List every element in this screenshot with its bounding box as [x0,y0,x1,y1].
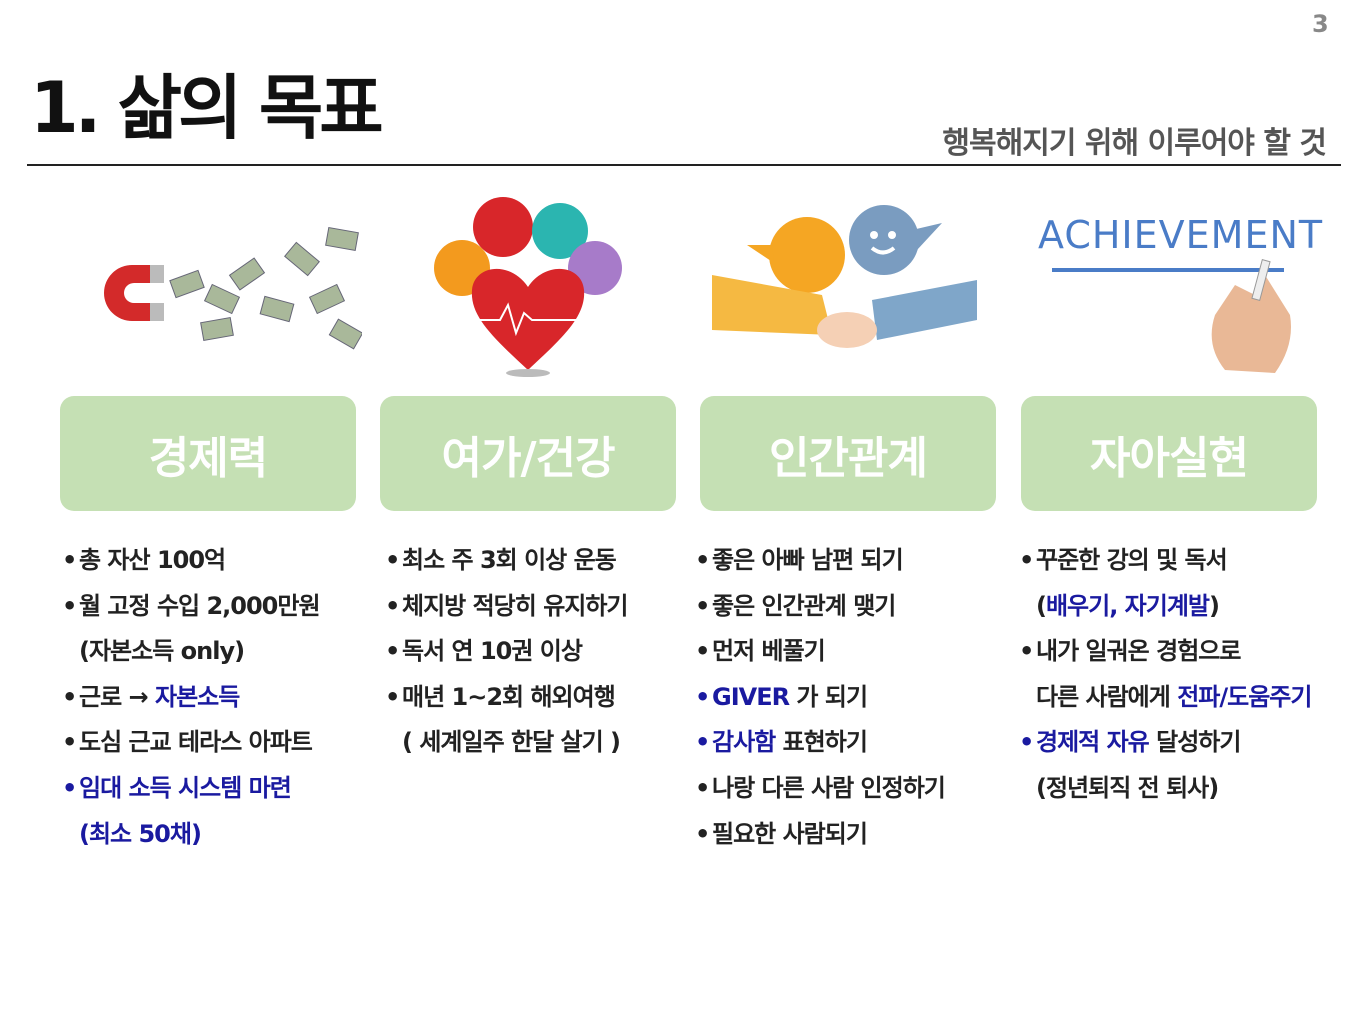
item-text: 좋은 인간관계 맺기 [712,591,896,620]
item-text: ( 세계일주 한달 살기 ) [402,728,621,757]
list-item: (정년퇴직 전 퇴사) [1019,766,1311,812]
list-item: 나랑 다른 사람 인정하기 [695,766,946,812]
list-item: ( 세계일주 한달 살기 ) [385,720,628,766]
list-item: 월 고정 수입 2,000만원 [62,584,321,630]
item-text: 나랑 다른 사람 인정하기 [712,773,946,802]
item-text: 매년 1~2회 해외여행 [402,682,616,711]
list-item: 좋은 아빠 남편 되기 [695,538,945,584]
item-text: 내가 일궈온 경험으로 [1036,637,1241,666]
list-item: 경제적 자유 달성하기 [1019,720,1311,766]
item-text: 총 자산 100억 [79,546,226,574]
list-item: 매년 1~2회 해외여행 [385,675,628,721]
goal-list: 총 자산 100억월 고정 수입 2,000만원 (자본소득 only) 근로 → … [62,538,321,858]
list-item: 임대 소득 시스템 마련 [62,766,320,812]
item-text: 달성하기 [1148,728,1241,757]
item-text: 월 고정 수입 2,000만원 [79,591,321,620]
page-subtitle: 행복해지기 위해 이루어야 할 것 [942,126,1327,161]
highlighted-text: GIVER [712,682,790,711]
list-item: 먼저 베풀기 [695,629,945,675]
category-box: 인간관계 [700,396,996,511]
highlighted-text: 감사함 [712,728,776,757]
item-text: 가 되기 [789,682,868,711]
list-item: 최소 주 3회 이상 운동 [385,538,628,584]
page-title: 1. 삶의 목표 [30,67,384,149]
money-magnet-image [104,226,362,350]
item-text: 최소 주 3회 이상 운동 [402,546,617,574]
item-text: (정년퇴직 전 퇴사) [1036,773,1219,802]
list-item: 필요한 사람되기 [695,812,945,858]
list-item: 도심 근교 테라스 아파트 [62,720,320,766]
item-text: 표현하기 [775,728,868,757]
list-item: 총 자산 100억 [62,538,320,584]
category-box: 경제력 [60,396,356,511]
item-text: 다른 사람에게 [1036,682,1178,711]
goal-list: 최소 주 3회 이상 운동체지방 적당히 유지하기독서 연 10권 이상매년 1… [385,538,629,766]
list-item: (최소 50채) [62,812,320,858]
list-item: 내가 일궈온 경험으로 [1019,629,1311,675]
item-text: 꾸준한 강의 및 독서 [1036,546,1228,574]
item-text: (자본소득 only) [79,637,245,666]
item-text: ) [1209,591,1220,620]
highlighted-text: 경제적 자유 [1036,728,1150,757]
category-box: 자아실현 [1021,396,1317,511]
highlighted-text: 임대 소득 시스템 마련 [79,773,292,802]
item-text: 체지방 적당히 유지하기 [402,591,629,620]
goal-list: 좋은 아빠 남편 되기좋은 인간관계 맺기먼저 베풀기GIVER 가 되기감사함… [695,538,946,858]
list-item: (자본소득 only) [62,629,320,675]
list-item: GIVER 가 되기 [695,675,945,721]
achievement-underline [1052,268,1284,272]
list-item: (배우기, 자기계발) [1019,584,1311,630]
list-item: 근로 → 자본소득 [62,675,320,721]
item-text: 독서 연 10권 이상 [402,637,583,666]
list-item: 좋은 인간관계 맺기 [695,584,945,630]
handshake-image [712,205,977,348]
list-item: 다른 사람에게 전파/도움주기 [1019,675,1312,721]
highlighted-text: (최소 50채) [79,819,202,848]
list-item: 독서 연 10권 이상 [385,629,628,675]
item-text: 먼저 베풀기 [712,637,826,666]
category-box: 여가/건강 [380,396,676,511]
item-text: 도심 근교 테라스 아파트 [79,728,313,757]
highlighted-text: 배우기, 자기계발 [1045,591,1210,620]
highlighted-text: 전파/도움주기 [1177,682,1312,711]
list-item: 꾸준한 강의 및 독서 [1019,538,1311,584]
list-item: 체지방 적당히 유지하기 [385,584,629,630]
title-divider [27,164,1341,166]
page-number: 3 [1312,10,1329,38]
item-text: ( [1036,591,1047,620]
item-text: 필요한 사람되기 [712,819,868,848]
item-text: 근로 → [79,682,155,711]
achievement-text: ACHIEVEMENT [1038,213,1324,257]
health-heart-image [434,197,622,377]
highlighted-text: 자본소득 [154,682,240,711]
hand-image [1211,259,1291,373]
item-text: 좋은 아빠 남편 되기 [712,546,904,574]
list-item: 감사함 표현하기 [695,720,945,766]
